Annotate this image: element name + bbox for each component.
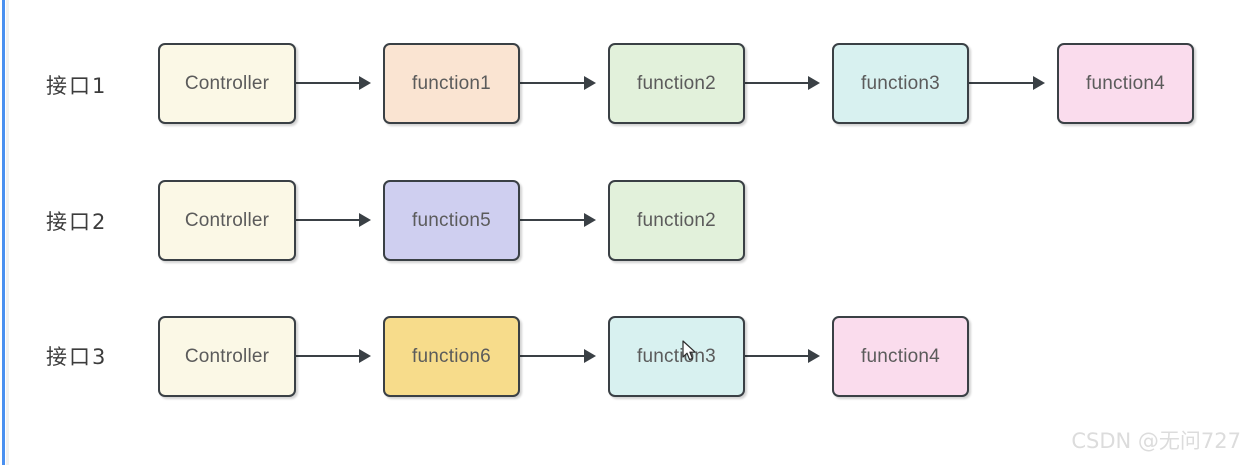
flow-node[interactable]: Controller [158, 43, 296, 124]
flow-node-label: function1 [412, 72, 491, 94]
flow-node-label: Controller [184, 345, 270, 367]
flow-node[interactable]: function3 [608, 316, 745, 397]
edge-line [745, 355, 809, 357]
flow-node[interactable]: function2 [608, 43, 745, 124]
diagram-row: 接口3 Controller function6 function3 function4 [0, 292, 1255, 432]
edge-arrowhead-icon [584, 213, 596, 227]
edge-line [520, 355, 585, 357]
flow-node[interactable]: function4 [832, 316, 969, 397]
flow-node-label: function4 [1086, 72, 1165, 94]
flow-node[interactable]: function3 [832, 43, 969, 124]
edge-line [520, 82, 585, 84]
edge-arrowhead-icon [584, 349, 596, 363]
edge-line [520, 219, 585, 221]
edge-arrowhead-icon [359, 213, 371, 227]
flow-node[interactable]: function5 [383, 180, 520, 261]
flow-node-label: function5 [412, 209, 491, 231]
flow-node[interactable]: Controller [158, 316, 296, 397]
edge-line [296, 219, 360, 221]
edge-arrowhead-icon [359, 349, 371, 363]
row-label: 接口3 [46, 345, 108, 369]
csdn-watermark: CSDN @无问727 [1071, 429, 1241, 453]
edge-arrowhead-icon [584, 76, 596, 90]
edge-line [969, 82, 1034, 84]
edge-line [296, 82, 360, 84]
flow-node[interactable]: function1 [383, 43, 520, 124]
flow-node-label: function2 [637, 209, 716, 231]
flow-node-label: function6 [412, 345, 491, 367]
flow-node-label: function4 [861, 345, 940, 367]
flow-node-label: function3 [861, 72, 940, 94]
flow-node-label: Controller [184, 209, 270, 231]
row-label: 接口1 [46, 74, 108, 98]
diagram-row: 接口2 Controller function5 function2 [0, 155, 1255, 295]
left-rail-shadow [6, 0, 9, 465]
edge-line [296, 355, 360, 357]
flow-node[interactable]: function4 [1057, 43, 1194, 124]
edge-arrowhead-icon [359, 76, 371, 90]
diagram-row: 接口1 Controller function1 function2 function3… [0, 20, 1255, 160]
row-label: 接口2 [46, 210, 108, 234]
flow-node-label: function2 [637, 72, 716, 94]
flow-node-label: Controller [184, 72, 270, 94]
flow-node[interactable]: Controller [158, 180, 296, 261]
flow-node[interactable]: function2 [608, 180, 745, 261]
left-accent-rail [2, 0, 5, 465]
edge-arrowhead-icon [808, 76, 820, 90]
flow-node[interactable]: function6 [383, 316, 520, 397]
edge-line [745, 82, 809, 84]
flow-node-label: function3 [637, 345, 716, 367]
edge-arrowhead-icon [1033, 76, 1045, 90]
edge-arrowhead-icon [808, 349, 820, 363]
